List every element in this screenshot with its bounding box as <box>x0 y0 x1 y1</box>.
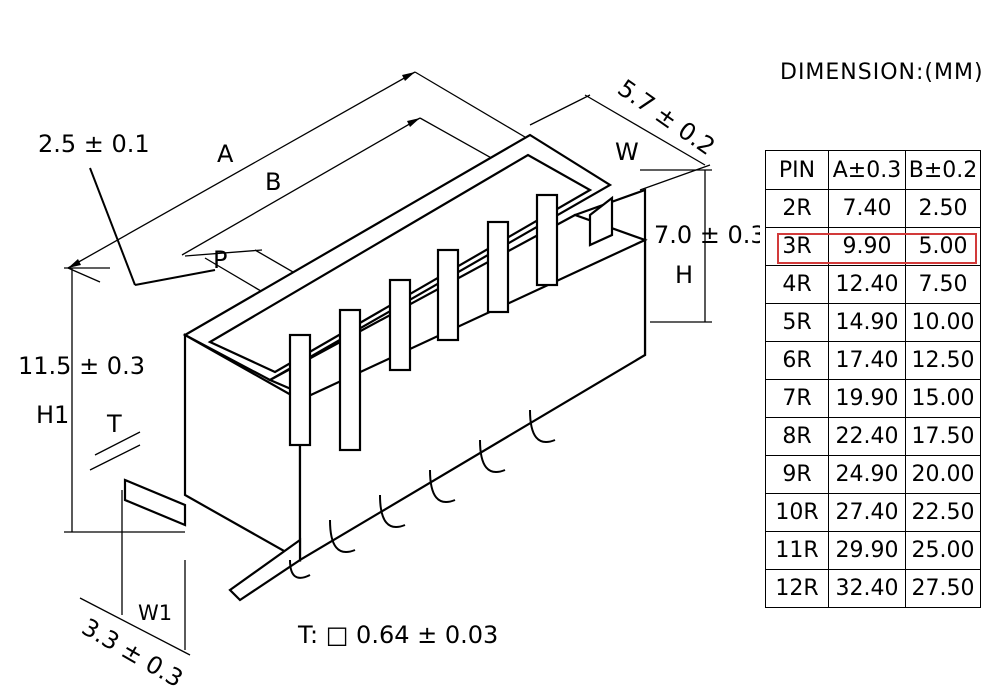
dimension-a: A <box>67 71 531 283</box>
cell-a: 17.40 <box>828 341 906 380</box>
dimension-2-5: 2.5 ± 0.1 <box>38 130 216 286</box>
label-w1: W1 <box>138 601 172 625</box>
label-p: P <box>213 246 227 274</box>
highlight-box <box>777 233 977 264</box>
connector-drawing: A B P 2.5 ± 0.1 W 5.7 ± 0.2 7.0 ± 0.3 H <box>18 71 760 693</box>
label-h: H <box>675 261 693 289</box>
label-h1: H1 <box>36 401 69 429</box>
label-t: T <box>106 410 122 438</box>
cell-a: 7.40 <box>828 189 906 228</box>
label-7-0: 7.0 ± 0.3 <box>654 221 760 249</box>
cell-pin: 8R <box>765 417 829 456</box>
cell-b: 22.50 <box>905 493 981 532</box>
cell-a: 27.40 <box>828 493 906 532</box>
dimension-h1: 11.5 ± 0.3 H1 <box>18 267 185 533</box>
cell-pin: 4R <box>765 265 829 304</box>
cell-pin: 5R <box>765 303 829 342</box>
cell-b: 2.50 <box>905 189 981 228</box>
cell-b: 10.00 <box>905 303 981 342</box>
cell-pin: 10R <box>765 493 829 532</box>
label-a: A <box>217 140 234 168</box>
cell-b: 17.50 <box>905 417 981 456</box>
cell-b: 25.00 <box>905 531 981 570</box>
cell-pin: 12R <box>765 569 829 608</box>
header-a: A±0.3 <box>828 150 906 190</box>
label-b: B <box>265 168 281 196</box>
cell-a: 29.90 <box>828 531 906 570</box>
label-2-5: 2.5 ± 0.1 <box>38 130 150 158</box>
cell-b: 27.50 <box>905 569 981 608</box>
dimension-t: T <box>89 410 141 471</box>
connector-body <box>123 133 648 602</box>
cell-a: 24.90 <box>828 455 906 494</box>
cell-b: 12.50 <box>905 341 981 380</box>
header-b: B±0.2 <box>905 150 981 190</box>
cell-a: 19.90 <box>828 379 906 418</box>
header-pin: PIN <box>765 150 829 190</box>
cell-pin: 9R <box>765 455 829 494</box>
dimension-b: B <box>181 117 546 256</box>
label-w: W <box>615 138 639 166</box>
table-header-row: PIN A±0.3 B±0.2 <box>765 150 981 190</box>
cell-a: 22.40 <box>828 417 906 456</box>
cell-pin: 2R <box>765 189 829 228</box>
label-11-5: 11.5 ± 0.3 <box>18 352 145 380</box>
cell-b: 20.00 <box>905 455 981 494</box>
dimension-h: 7.0 ± 0.3 H <box>640 169 760 323</box>
cell-b: 15.00 <box>905 379 981 418</box>
cell-a: 12.40 <box>828 265 906 304</box>
connector-pins <box>288 193 559 579</box>
dimension-title: DIMENSION:(MM) <box>780 60 984 85</box>
cell-a: 32.40 <box>828 569 906 608</box>
cell-b: 7.50 <box>905 265 981 304</box>
cell-pin: 11R <box>765 531 829 570</box>
cell-a: 14.90 <box>828 303 906 342</box>
cell-pin: 6R <box>765 341 829 380</box>
cell-pin: 7R <box>765 379 829 418</box>
t-spec-note: T: □ 0.64 ± 0.03 <box>297 621 498 649</box>
